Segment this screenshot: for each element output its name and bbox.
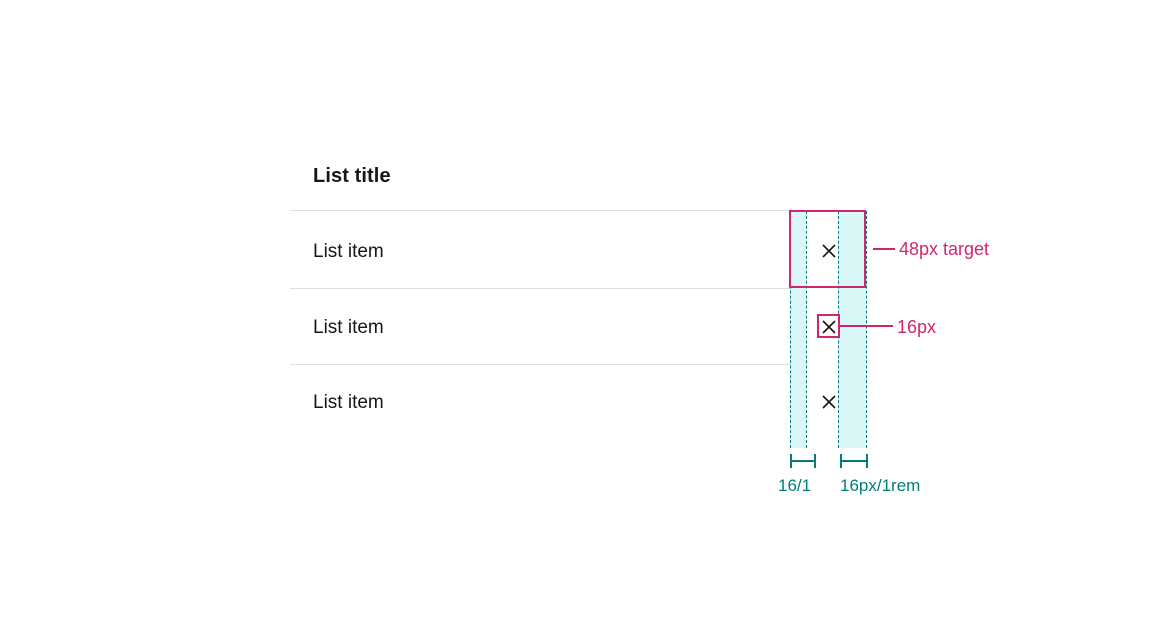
measurement-label: 16px/1rem: [840, 476, 921, 495]
annotation-leader-line: [840, 325, 893, 327]
list-item-label: List item: [313, 241, 384, 262]
list-divider-top: [290, 210, 790, 211]
annotation-label-icon-size: 16px: [897, 317, 937, 337]
measurement-label: 16/1: [778, 476, 812, 495]
spacing-guide-line: [806, 211, 807, 448]
measurement-bar: [790, 454, 816, 468]
close-icon[interactable]: [818, 391, 840, 413]
spacing-guide-line: [790, 211, 791, 448]
measurement-rail: [790, 460, 816, 462]
spacing-band-right: [838, 211, 866, 448]
target-area-highlight: [789, 210, 866, 288]
list-item-label: List item: [313, 392, 384, 413]
list-item-label: List item: [313, 317, 384, 338]
measurement-bar: [840, 454, 868, 468]
measurement-cap: [814, 454, 816, 468]
spacing-guide-line: [866, 211, 867, 448]
measurement-rail: [840, 460, 868, 462]
list-divider-2: [290, 364, 790, 365]
icon-size-highlight: [817, 314, 840, 338]
close-icon[interactable]: [818, 240, 840, 262]
list-title: List title: [313, 165, 391, 187]
spacing-band-left: [790, 211, 806, 448]
annotation-leader-line: [873, 248, 895, 250]
close-icon[interactable]: [818, 316, 840, 338]
annotation-label-target: 48px target: [899, 239, 990, 259]
measurement-cap: [866, 454, 868, 468]
list-divider-1: [290, 288, 790, 289]
